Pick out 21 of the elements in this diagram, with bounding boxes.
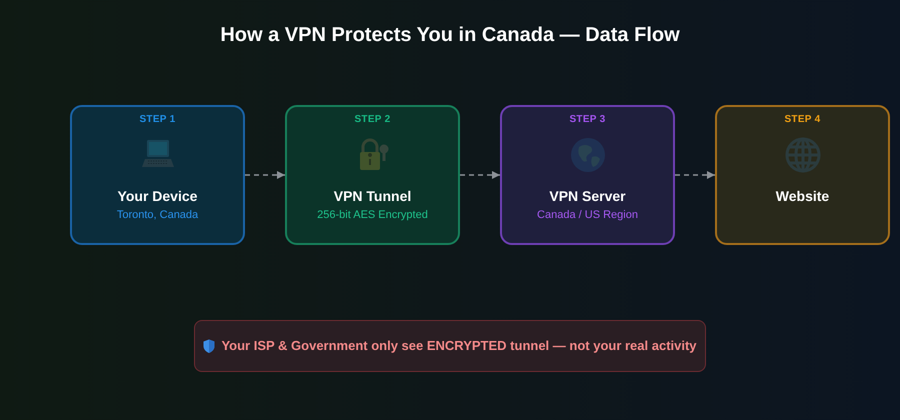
step-card (500, 105, 675, 245)
diagram-title: How a VPN Protects You in Canada — Data Flow (219, 23, 681, 48)
dashed-arrow (245, 171, 285, 179)
dashed-arrow (675, 171, 715, 179)
node-title: Website (776, 187, 830, 205)
node-title: Your Device (118, 187, 198, 205)
step-card (285, 105, 460, 245)
node-title: VPN Server (549, 187, 626, 205)
step-label: STEP 3 (569, 113, 606, 127)
step-card (715, 105, 890, 245)
node-subtitle: 256-bit AES Encrypted (317, 208, 428, 223)
node-subtitle: Toronto, Canada (116, 208, 198, 223)
dashed-arrow (460, 171, 500, 179)
node-subtitle: Canada / US Region (537, 208, 638, 223)
step-label: STEP 1 (139, 113, 176, 127)
warning-banner (194, 320, 706, 372)
step-card (70, 105, 245, 245)
warning-text: Your ISP & Government only see ENCRYPTED tunnel — not your real activity (221, 338, 697, 354)
step-label: STEP 4 (784, 113, 821, 127)
step-label: STEP 2 (354, 113, 391, 127)
node-title: VPN Tunnel (334, 187, 412, 205)
